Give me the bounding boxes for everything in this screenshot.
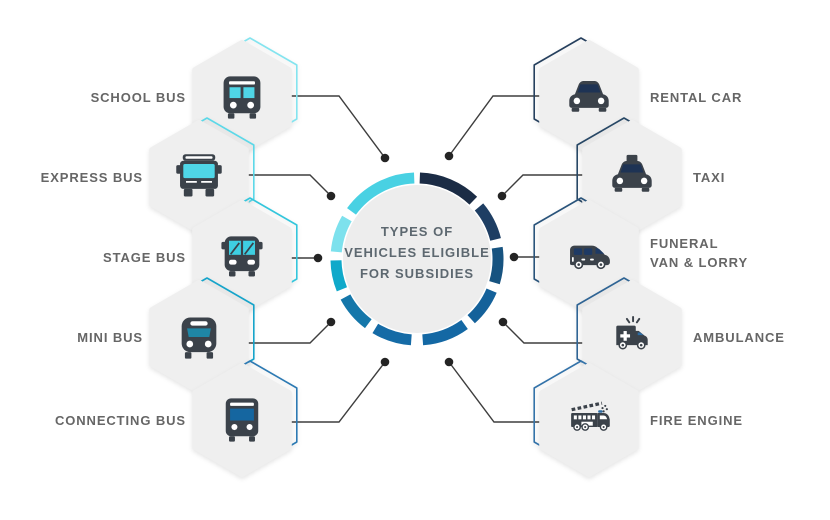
label-school-bus: SCHOOL BUS xyxy=(0,75,186,119)
connecting-bus-icon xyxy=(225,398,259,442)
connector-dot-ambulance-inner xyxy=(498,317,508,327)
center-title-line1: TYPES OF xyxy=(380,224,454,239)
label-ambulance: AMBULANCE xyxy=(693,315,830,359)
hexagon-rental-car xyxy=(533,37,639,154)
ring-segment-0 xyxy=(419,172,478,205)
label-connecting-bus: CONNECTING BUS xyxy=(0,398,186,442)
connector-dot-express-bus-inner xyxy=(326,191,336,201)
connector-dot-rental-car-inner xyxy=(444,151,454,161)
school-bus-icon xyxy=(223,76,261,119)
ring-segment-2 xyxy=(489,246,504,285)
connector-rental-car xyxy=(448,95,546,157)
label-rental-car: RENTAL CAR xyxy=(650,75,830,119)
label-stage-bus: STAGE BUS xyxy=(0,235,186,279)
fire-engine-icon xyxy=(571,401,610,431)
label-text-express-bus: EXPRESS BUS xyxy=(40,169,143,185)
label-text-stage-bus: STAGE BUS xyxy=(103,249,186,265)
connector-express-bus xyxy=(242,174,332,197)
hexagon-connecting-bus xyxy=(192,360,298,477)
ambulance-icon xyxy=(616,315,648,350)
label-funeral-van: FUNERAL VAN & LORRY xyxy=(650,231,830,275)
connector-dot-mini-bus-inner xyxy=(326,317,336,327)
connector-dot-connecting-bus-inner xyxy=(380,357,390,367)
label-text-taxi: TAXI xyxy=(693,169,726,185)
connector-dot-taxi-inner xyxy=(497,191,507,201)
ring-segment-7 xyxy=(330,260,348,292)
label-text-ambulance: AMBULANCE xyxy=(693,329,785,345)
ring-segment-4 xyxy=(422,319,468,346)
rental-car-icon xyxy=(569,80,609,112)
connector-dot-funeral-van-inner xyxy=(509,252,519,262)
center-circle xyxy=(343,185,491,333)
label-text-fire-engine: FIRE ENGINE xyxy=(650,412,743,428)
label-mini-bus: MINI BUS xyxy=(0,315,143,359)
connector-school-bus xyxy=(286,95,386,159)
connector-ambulance xyxy=(502,321,593,344)
label-text-school-bus: SCHOOL BUS xyxy=(90,89,186,105)
ring-segment-1 xyxy=(474,203,501,241)
mini-bus-icon xyxy=(181,317,217,359)
connector-fire-engine xyxy=(448,361,547,423)
hexagon-fire-engine xyxy=(533,360,639,477)
label-text-connecting-bus: CONNECTING BUS xyxy=(54,412,186,428)
stage-bus-icon xyxy=(221,236,263,277)
label-express-bus: EXPRESS BUS xyxy=(0,155,143,199)
center-title: TYPES OF VEHICLES ELIGIBLE FOR SUBSIDIES xyxy=(327,222,507,284)
ring-segment-8 xyxy=(330,215,352,253)
label-text-funeral-van: FUNERAL VAN & LORRY xyxy=(650,236,749,270)
label-text-mini-bus: MINI BUS xyxy=(77,329,143,345)
funeral-van-icon xyxy=(570,245,610,270)
label-text-rental-car: RENTAL CAR xyxy=(650,89,743,105)
ring-segment-5 xyxy=(372,323,412,346)
connector-taxi xyxy=(501,174,593,197)
center-title-line2: VEHICLES ELIGIBLE xyxy=(344,244,490,260)
label-taxi: TAXI xyxy=(693,155,830,199)
ring-segment-3 xyxy=(467,288,497,324)
ring-segment-6 xyxy=(340,294,372,329)
connector-dot-fire-engine-inner xyxy=(444,357,454,367)
connector-dot-school-bus-inner xyxy=(380,153,390,163)
center-title-line3: FOR SUBSIDIES xyxy=(359,265,475,281)
connector-dot-stage-bus-inner xyxy=(313,253,323,263)
connector-mini-bus xyxy=(242,321,332,344)
express-bus-icon xyxy=(176,154,222,197)
ring-segment-9 xyxy=(347,172,415,215)
label-fire-engine: FIRE ENGINE xyxy=(650,398,830,442)
taxi-icon xyxy=(612,154,652,192)
connector-connecting-bus xyxy=(286,361,386,423)
